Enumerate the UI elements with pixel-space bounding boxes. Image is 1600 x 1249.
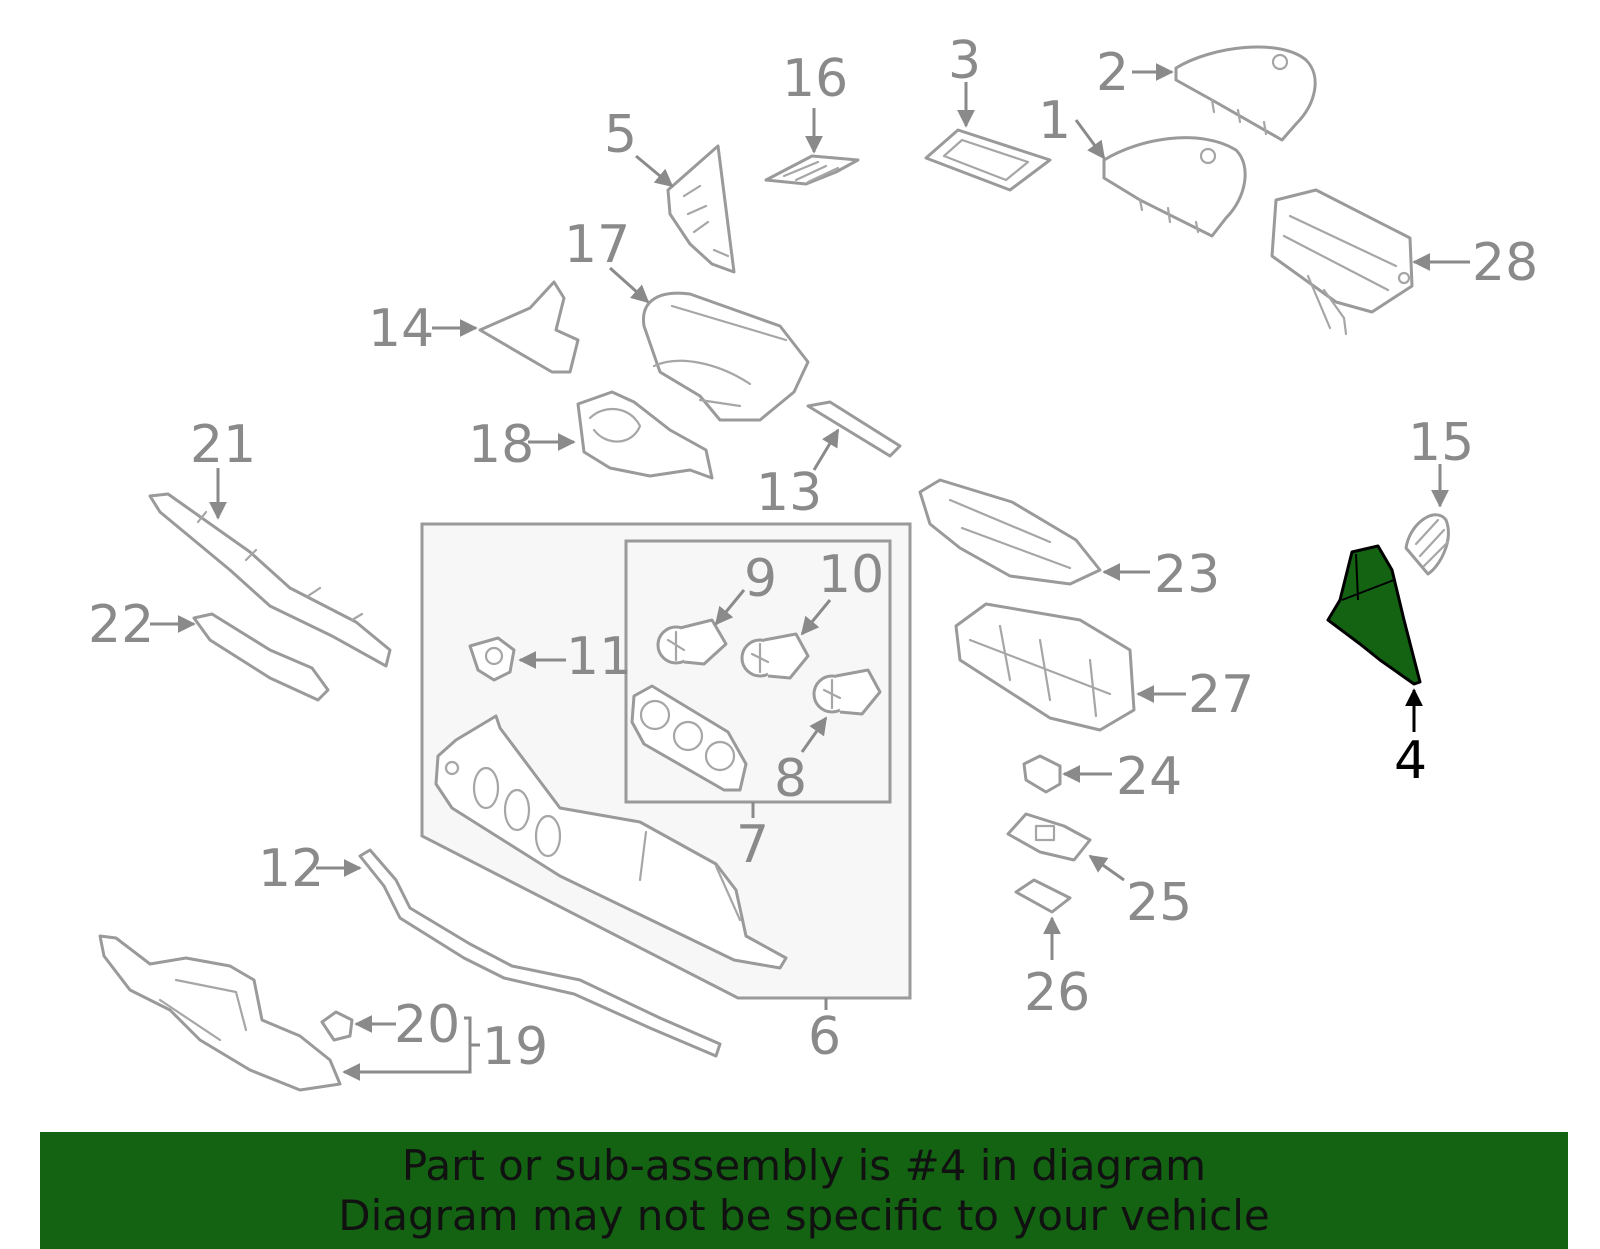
part-21-dash-rail[interactable] <box>148 492 392 668</box>
part-14-bracket[interactable] <box>478 280 580 374</box>
callout-labels: 1 2 3 4 5 6 7 8 9 10 11 12 13 14 15 16 1… <box>88 31 1538 1077</box>
part-27-glove-box[interactable] <box>954 602 1136 732</box>
banner-line-1: Part or sub-assembly is #4 in diagram <box>401 1140 1207 1190</box>
callout-5: 5 <box>604 105 637 165</box>
callout-26: 26 <box>1024 963 1090 1023</box>
part-10-knob[interactable] <box>740 632 810 680</box>
part-22-lower-rail[interactable] <box>192 612 330 702</box>
part-1-cover[interactable] <box>1102 136 1247 238</box>
part-9-knob[interactable] <box>656 618 728 666</box>
callout-13: 13 <box>756 463 822 523</box>
part-13-trim-strip[interactable] <box>806 400 902 458</box>
callout-23: 23 <box>1154 545 1220 605</box>
part-19-lower-panel[interactable] <box>98 934 342 1092</box>
callout-1: 1 <box>1038 91 1071 151</box>
part-26-pad[interactable] <box>1014 878 1072 914</box>
callout-15: 15 <box>1408 413 1474 473</box>
callout-12: 12 <box>258 839 324 899</box>
callout-6: 6 <box>808 1007 841 1067</box>
part-8-knob[interactable] <box>812 668 882 716</box>
callout-22: 22 <box>88 595 154 655</box>
part-12-trim-strip[interactable] <box>358 848 722 1058</box>
callout-17: 17 <box>564 215 630 275</box>
callout-4: 4 <box>1394 731 1427 791</box>
callout-7: 7 <box>736 815 769 875</box>
part-6-center-panel[interactable] <box>434 714 788 970</box>
part-4-highlighted[interactable] <box>1326 544 1422 686</box>
callout-25: 25 <box>1126 873 1192 933</box>
part-25-bracket[interactable] <box>1006 812 1092 862</box>
callout-11: 11 <box>566 627 632 687</box>
part-5-side-panel[interactable] <box>666 144 736 274</box>
callout-21: 21 <box>190 415 256 475</box>
part-17-cluster-housing[interactable] <box>642 291 810 422</box>
callout-20: 20 <box>394 995 460 1055</box>
part-24-clip[interactable] <box>1022 754 1062 794</box>
part-18-column-cover[interactable] <box>576 390 714 480</box>
info-banner: Part or sub-assembly is #4 in diagram Di… <box>40 1132 1568 1249</box>
callout-16: 16 <box>782 49 848 109</box>
callout-14: 14 <box>368 299 434 359</box>
part-16-vent-grille[interactable] <box>764 154 860 186</box>
callout-28: 28 <box>1472 233 1538 293</box>
callout-18: 18 <box>468 415 534 475</box>
callout-27: 27 <box>1188 665 1254 725</box>
callout-9: 9 <box>744 549 777 609</box>
banner-line-2: Diagram may not be specific to your vehi… <box>338 1190 1270 1240</box>
part-23-trim-panel[interactable] <box>918 478 1102 586</box>
part-28-airbag-module[interactable] <box>1270 188 1414 336</box>
part-20-clip[interactable] <box>320 1010 354 1042</box>
part-2-cover[interactable] <box>1174 45 1317 142</box>
callout-8: 8 <box>774 749 807 809</box>
leader-lines <box>150 63 1470 1081</box>
part-7-control-bezel[interactable] <box>630 684 748 792</box>
callout-24: 24 <box>1116 747 1182 807</box>
callout-10: 10 <box>818 545 884 605</box>
callout-2: 2 <box>1096 43 1129 103</box>
callout-3: 3 <box>948 31 981 91</box>
part-15-vent[interactable] <box>1404 513 1450 576</box>
part-3-bezel[interactable] <box>924 128 1052 192</box>
callout-19: 19 <box>482 1017 548 1077</box>
part-11-knob[interactable] <box>468 636 516 682</box>
